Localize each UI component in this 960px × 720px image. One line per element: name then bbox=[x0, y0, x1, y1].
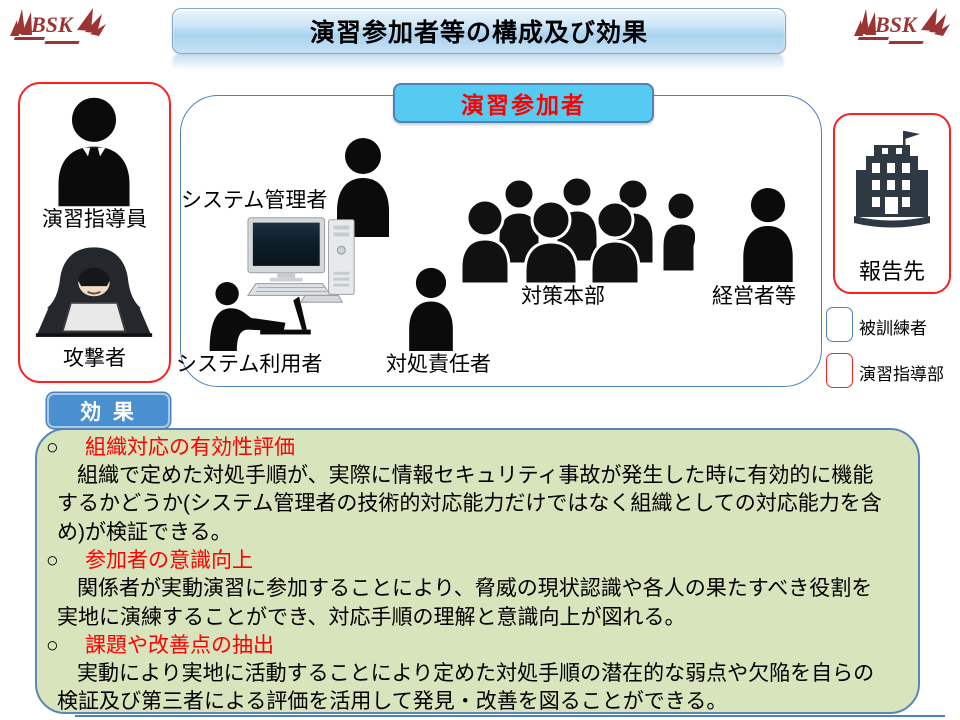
taskforce-group-icon bbox=[455, 172, 695, 284]
page-title: 演習参加者等の構成及び効果 bbox=[172, 8, 786, 54]
taskforce-label: 対策本部 bbox=[521, 285, 605, 308]
executives-person-icon bbox=[737, 187, 799, 282]
page-title-text: 演習参加者等の構成及び効果 bbox=[309, 19, 648, 47]
participants-tag-text: 演習参加者 bbox=[461, 92, 586, 118]
system-admin-label: システム管理者 bbox=[181, 189, 328, 212]
bsk-logo-right-icon: BSK bbox=[851, 4, 953, 46]
effect-heading-1: ○ 組織対応の有効性評価 bbox=[46, 434, 890, 462]
attacker-hacker-icon bbox=[34, 244, 154, 344]
svg-text:BSK: BSK bbox=[30, 12, 74, 37]
footer-divider bbox=[75, 715, 945, 717]
effect-bullet-2: ○ bbox=[46, 549, 59, 573]
legend-trainee-label: 被訓練者 bbox=[859, 319, 927, 338]
executives-label: 経営者等 bbox=[712, 285, 796, 308]
instructor-person-icon bbox=[46, 95, 142, 207]
system-user-label: システム利用者 bbox=[176, 353, 323, 376]
effect-bullet-3: ○ bbox=[46, 634, 59, 658]
report-panel: 報告先 bbox=[833, 113, 951, 294]
effect-heading-text-3: 課題や改善点の抽出 bbox=[85, 634, 274, 658]
legend-instruction-dept-swatch bbox=[826, 353, 853, 388]
effect-body-2: 関係者が実動演習に参加することにより、脅威の現状認識や各人の果たすべき役割を実地… bbox=[57, 577, 873, 629]
participants-tag: 演習参加者 bbox=[393, 83, 654, 123]
effect-heading-text-2: 参加者の意識向上 bbox=[85, 549, 253, 573]
response-manager-person-icon bbox=[398, 267, 464, 351]
report-label: 報告先 bbox=[858, 259, 925, 284]
effects-box: ○ 組織対応の有効性評価 組織で定めた対処手順が、実際に情報セキュリティ事故が発… bbox=[35, 428, 920, 714]
effect-body-3: 実動により実地に活動することにより定めた対処手順の潜在的な弱点や欠陥を自らの検証… bbox=[57, 662, 875, 714]
instructor-label: 演習指導員 bbox=[42, 208, 147, 231]
svg-text:BSK: BSK bbox=[874, 12, 918, 37]
desktop-computer-icon bbox=[244, 216, 362, 304]
effect-bullet-1: ○ bbox=[46, 436, 59, 459]
effect-body-1: 組織で定めた対処手順が、実際に情報セキュリティ事故が発生した時に有効的に機能する… bbox=[57, 464, 882, 544]
system-user-person-icon bbox=[196, 281, 338, 351]
effect-heading-text-1: 組織対応の有効性評価 bbox=[85, 436, 295, 459]
instruction-staff-panel: 演習指導員 攻撃者 bbox=[18, 82, 171, 383]
response-manager-label: 対処責任者 bbox=[386, 353, 491, 376]
bsk-logo-left-icon: BSK bbox=[7, 4, 109, 46]
legend-instruction-dept-label: 演習指導部 bbox=[859, 365, 944, 384]
legend-trainee-swatch bbox=[826, 307, 853, 342]
title-reflection bbox=[172, 54, 784, 70]
report-building-icon bbox=[854, 128, 930, 228]
effect-heading-3: ○ 課題や改善点の抽出 bbox=[46, 632, 890, 660]
attacker-label: 攻撃者 bbox=[63, 347, 126, 370]
effects-tag-text: 効 果 bbox=[80, 400, 137, 424]
effect-heading-2: ○ 参加者の意識向上 bbox=[46, 547, 890, 575]
effects-tag: 効 果 bbox=[47, 393, 170, 428]
